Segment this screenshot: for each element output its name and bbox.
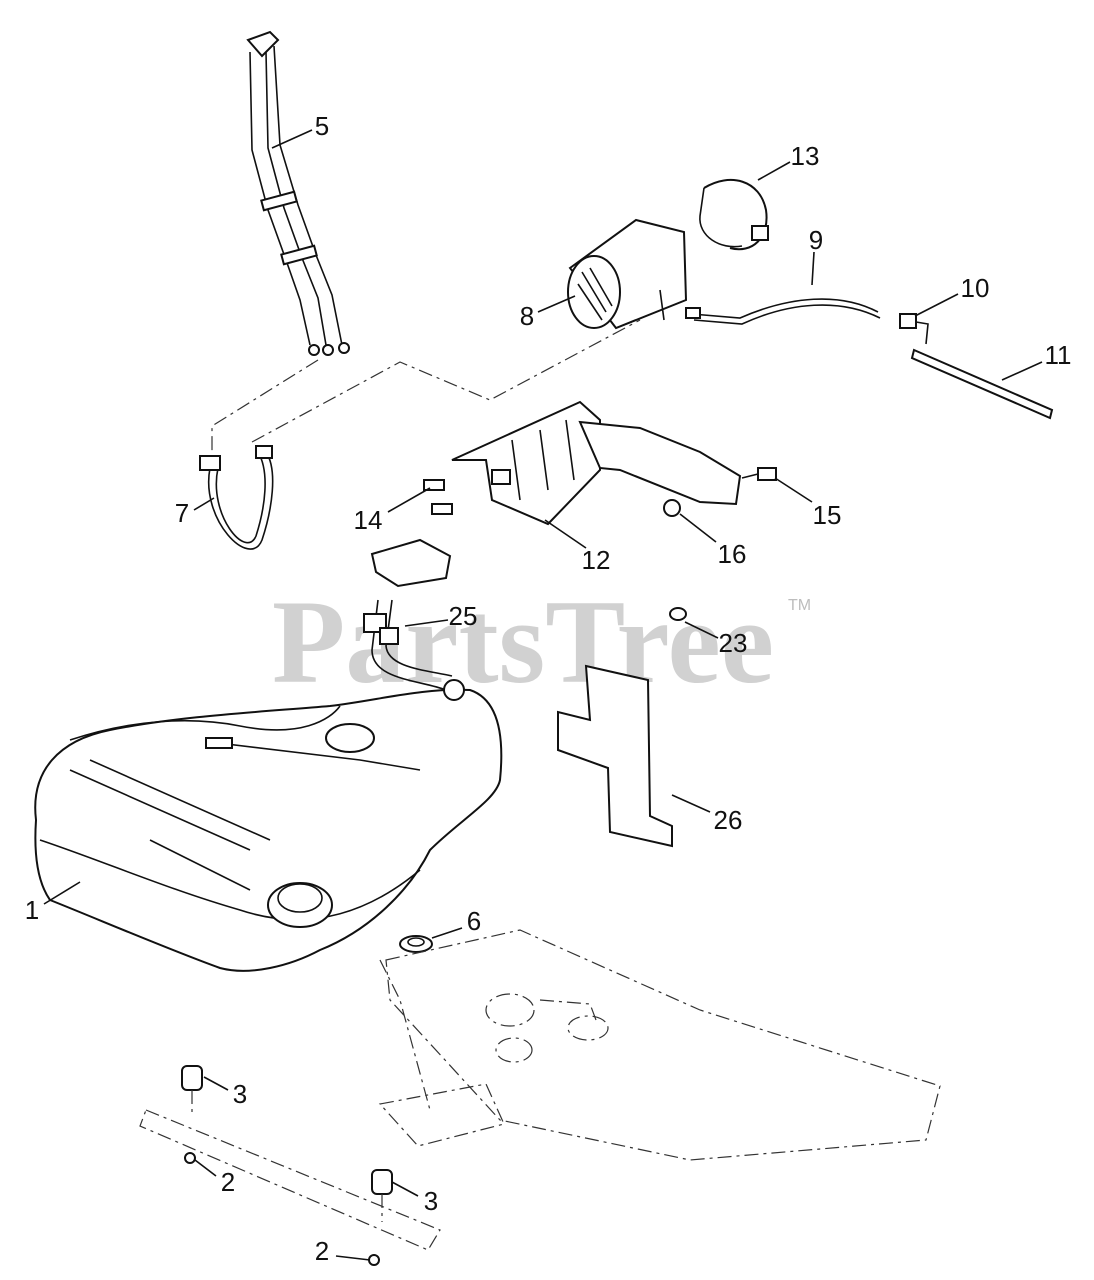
leader-line-c16 <box>679 513 717 543</box>
leader-line-c10 <box>914 293 959 317</box>
part-11-tube[interactable] <box>910 348 1054 420</box>
leader-line-c14 <box>387 487 431 513</box>
part-16-nut[interactable] <box>663 499 681 517</box>
part-14-screws[interactable] <box>423 479 453 515</box>
callout-c1[interactable]: 1 <box>25 895 39 925</box>
part-2-nut-a[interactable] <box>184 1152 196 1164</box>
leader-line-c13 <box>757 161 791 181</box>
part-2-nut-b[interactable] <box>368 1254 380 1266</box>
leader-line-c26 <box>671 794 711 813</box>
callout-c8[interactable]: 8 <box>520 301 534 331</box>
callout-c10[interactable]: 10 <box>961 273 990 303</box>
callout-c6[interactable]: 6 <box>467 906 481 936</box>
callout-c23[interactable]: 23 <box>719 628 748 658</box>
callout-c3b[interactable]: 3 <box>424 1186 438 1216</box>
leader-line-c9 <box>811 251 815 286</box>
callout-c25[interactable]: 25 <box>449 601 478 631</box>
leader-line-c25 <box>404 619 449 627</box>
leader-line-c12 <box>544 519 587 549</box>
callout-c5[interactable]: 5 <box>315 111 329 141</box>
callout-c9[interactable]: 9 <box>809 225 823 255</box>
part-26-pad[interactable] <box>557 664 673 848</box>
part-9-vent-line[interactable] <box>685 298 881 325</box>
leader-line-c2a <box>194 1159 217 1177</box>
callout-c11[interactable]: 11 <box>1045 340 1072 370</box>
callout-c13[interactable]: 13 <box>791 141 820 171</box>
callout-c15[interactable]: 15 <box>813 500 842 530</box>
part-15-bolt[interactable] <box>741 467 777 481</box>
leader-line-c8 <box>537 295 576 313</box>
leader-line-c3b <box>391 1181 419 1197</box>
callout-c16[interactable]: 16 <box>718 539 747 569</box>
watermark-text: PartsTree <box>272 575 774 708</box>
part-7-vent-hose[interactable] <box>199 445 274 550</box>
mounting-plate <box>378 929 941 1161</box>
callout-c3a[interactable]: 3 <box>233 1079 247 1109</box>
leader-line-c2b <box>335 1255 371 1261</box>
part-6-grommet[interactable] <box>399 935 433 953</box>
part-5-filler-hose[interactable] <box>246 30 350 356</box>
lower-rail <box>139 1109 441 1251</box>
watermark-trademark: TM <box>788 597 811 614</box>
leader-line-c1 <box>43 881 81 905</box>
part-12-bracket[interactable] <box>451 400 742 526</box>
leader-line-c3a <box>203 1076 229 1091</box>
part-10-fitting[interactable] <box>899 313 929 345</box>
part-3-bumper-a[interactable] <box>181 1065 203 1116</box>
callout-c26[interactable]: 26 <box>714 805 743 835</box>
leader-line-c7 <box>193 497 215 511</box>
callout-c7[interactable]: 7 <box>175 498 189 528</box>
leader-line-c6 <box>431 927 463 939</box>
leader-line-c11 <box>1001 361 1043 381</box>
part-8-canister[interactable] <box>567 218 688 330</box>
leader-line-c15 <box>774 477 813 503</box>
part-13-clamp[interactable] <box>699 179 769 251</box>
part-25-fuel-lines[interactable] <box>363 538 453 691</box>
part-23-plug[interactable] <box>669 607 687 621</box>
leader-line-c23 <box>684 621 719 639</box>
leader-line-c5 <box>271 129 313 149</box>
callout-c12[interactable]: 12 <box>582 545 611 575</box>
callout-c2b[interactable]: 2 <box>315 1236 329 1266</box>
callout-c2a[interactable]: 2 <box>221 1167 235 1197</box>
part-3-bumper-b[interactable] <box>371 1169 393 1222</box>
callout-c14[interactable]: 14 <box>354 505 383 535</box>
part-1-fuel-tank[interactable] <box>34 679 503 972</box>
